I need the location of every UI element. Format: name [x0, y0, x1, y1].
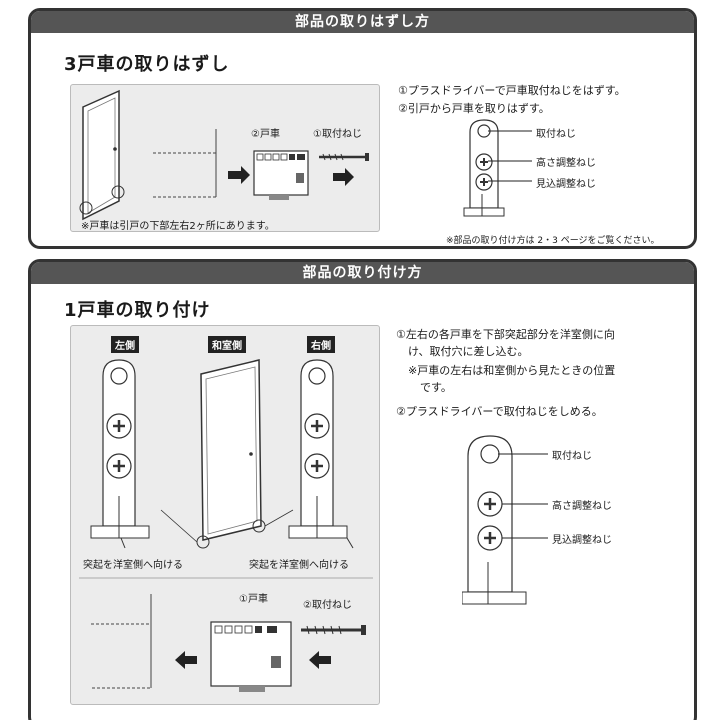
removal-header: 部品の取りはずし方	[31, 11, 694, 33]
install-step-2: ②プラスドライバーで取付ねじをしめる。	[396, 405, 603, 418]
removal-label-screw: ①取付ねじ	[313, 129, 362, 140]
screw-illustration	[319, 153, 369, 161]
removal-step-2: ②引戸から戸車を取りはずす。	[398, 102, 550, 115]
left-badge: 左側	[111, 336, 139, 353]
install-bracket-illustration	[462, 435, 548, 605]
install-step-1b: け、取付穴に差し込む。	[408, 345, 529, 358]
left-bracket-illustration	[90, 359, 150, 539]
install-step-note-b: です。	[420, 381, 452, 394]
center-door-illustration	[160, 359, 294, 549]
removal-caption: ※戸車は引戸の下部左右2ヶ所にあります。	[81, 221, 275, 232]
install-step-1a: ①左右の各戸車を下部突起部分を洋室側に向	[396, 328, 615, 341]
install-label-roller: ①戸車	[239, 594, 268, 605]
right-badge: 右側	[307, 336, 335, 353]
removal-part-height: 高さ調整ねじ	[536, 158, 596, 169]
install-label-screw: ②取付ねじ	[303, 600, 352, 611]
removal-footnote: ※部品の取り付け方は 2・3 ページをご覧ください。	[446, 236, 660, 246]
removal-pointer-lines	[488, 130, 532, 182]
install-figure: 左側 和室側 右側 突起を洋室側へ向ける 突起を洋室側へ向ける ①戸車 ②取付ね…	[70, 325, 380, 705]
removal-part-depth: 見込調整ねじ	[536, 179, 596, 190]
install-part-depth: 見込調整ねじ	[552, 535, 612, 546]
removal-step-1: ①プラスドライバーで戸車取付ねじをはずす。	[398, 84, 626, 97]
install-illustration	[79, 359, 373, 692]
install-header: 部品の取り付け方	[31, 262, 694, 284]
door-illustration	[79, 89, 125, 221]
removal-part-mount: 取付ねじ	[536, 129, 576, 140]
removal-label-roller: ②戸車	[251, 129, 280, 140]
install-roller-illustration	[210, 621, 292, 692]
right-bracket-illustration	[288, 359, 348, 539]
install-title: 1戸車の取り付け	[64, 300, 211, 321]
install-screw-illustration	[301, 625, 366, 635]
roller-illustration	[253, 150, 309, 200]
install-part-height: 高さ調整ねじ	[552, 501, 612, 512]
left-caption: 突起を洋室側へ向ける	[83, 560, 183, 571]
install-step-note-a: ※戸車の左右は和室側から見たときの位置	[408, 364, 616, 377]
install-part-mount: 取付ねじ	[552, 451, 592, 462]
removal-title: 3戸車の取りはずし	[64, 54, 230, 75]
right-caption: 突起を洋室側へ向ける	[249, 560, 349, 571]
removal-bracket-illustration	[463, 119, 505, 217]
removal-illustration	[79, 89, 369, 221]
center-badge: 和室側	[208, 336, 246, 353]
removal-figure: ②戸車 ①取付ねじ ※戸車は引戸の下部左右2ヶ所にあります。	[70, 84, 380, 232]
